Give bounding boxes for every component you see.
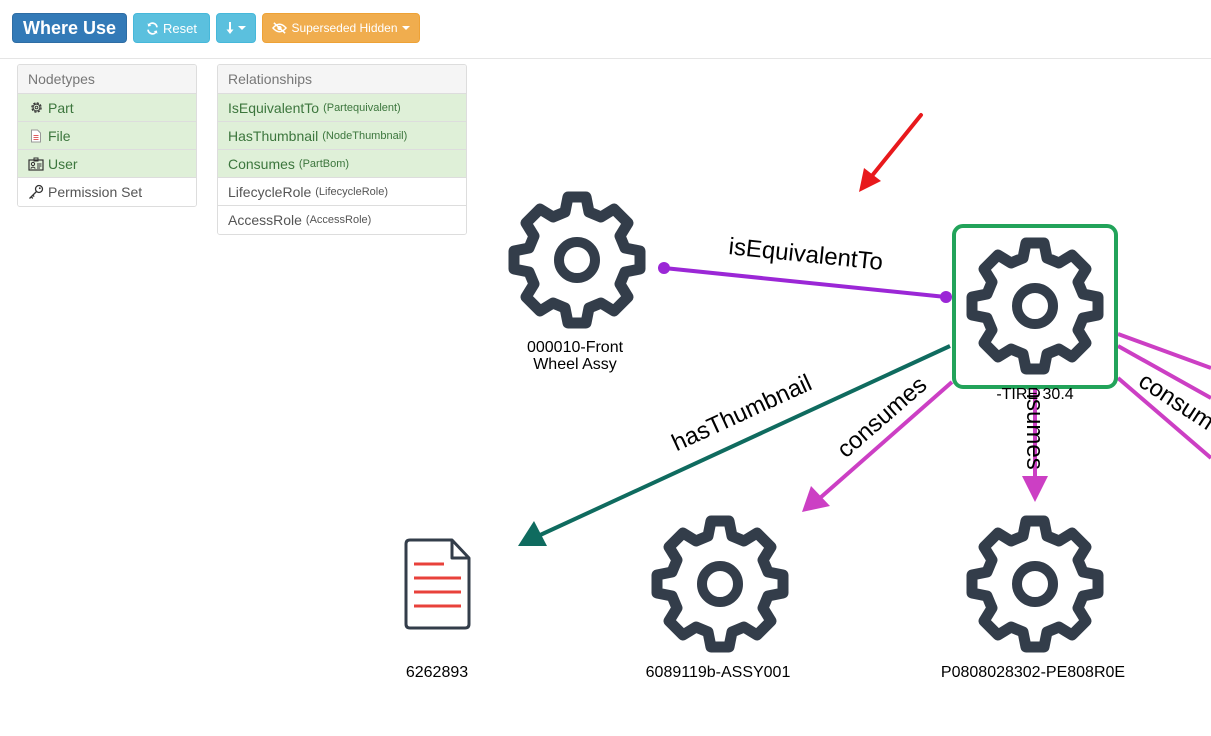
edge-is-equivalent-to[interactable]: isEquivalentTo <box>658 233 952 303</box>
where-use-label: Where Use <box>22 17 117 38</box>
relationship-has-thumbnail[interactable]: HasThumbnail (NodeThumbnail) <box>218 122 466 150</box>
relationship-label: HasThumbnail <box>228 127 319 144</box>
superseded-label: Superseded Hidden <box>291 21 398 35</box>
gear-icon <box>28 100 44 116</box>
node-front-wheel-assy[interactable] <box>514 197 640 323</box>
relationships-heading: Relationships <box>218 65 466 94</box>
nodetype-label: User <box>48 155 78 172</box>
key-icon <box>28 184 44 200</box>
gear-icon <box>514 197 640 323</box>
node-document-6262893[interactable] <box>404 538 471 630</box>
edge-has-thumbnail[interactable]: hasThumbnail <box>518 344 951 546</box>
gear-icon <box>972 521 1098 647</box>
nodetype-label: File <box>48 127 71 144</box>
node-pe808r0e[interactable] <box>972 521 1098 647</box>
node-label-pe: P0808028302-PE808R0E <box>940 664 1126 681</box>
relationship-access-role[interactable]: AccessRole (AccessRole) <box>218 206 466 234</box>
edge-label-consumes-1: consumes <box>832 371 932 463</box>
nodetype-user[interactable]: User <box>18 150 196 178</box>
where-use-button[interactable]: Where Use <box>12 13 127 43</box>
node-label-assy: 6089119b-ASSY001 <box>645 664 791 681</box>
eye-slash-icon <box>272 22 288 34</box>
reset-label: Reset <box>163 20 197 36</box>
arrow-down-icon <box>226 21 234 34</box>
edge-consumes-offscreen[interactable]: consum <box>1116 332 1211 460</box>
relationship-sub: (NodeThumbnail) <box>322 129 408 142</box>
nodetype-label: Permission Set <box>48 184 143 200</box>
superseded-hidden-dropdown[interactable]: Superseded Hidden <box>262 13 420 43</box>
caret-down-icon <box>238 26 246 30</box>
nodetype-label: Part <box>48 99 74 116</box>
node-label-front-wheel: 000010-Front Wheel Assy <box>526 339 624 373</box>
relationship-is-equivalent-to[interactable]: IsEquivalentTo (Partequivalent) <box>218 94 466 122</box>
caret-down-icon <box>401 26 410 30</box>
graph-canvas[interactable]: isEquivalentTo hasThumbnail consumes con… <box>0 58 1211 736</box>
nodetypes-heading: Nodetypes <box>18 65 196 94</box>
relationship-sub: (AccessRole) <box>305 214 372 226</box>
nodetype-file[interactable]: File <box>18 122 196 150</box>
relationship-sub: (Partequivalent) <box>323 101 401 114</box>
reset-button[interactable]: Reset <box>133 13 210 43</box>
refresh-icon <box>147 21 158 35</box>
node-label-doc: 6262893 <box>405 664 469 681</box>
edge-label-is-equivalent-to: isEquivalentTo <box>727 233 884 276</box>
node-label-tire: -TIRE 30.4 <box>996 386 1074 403</box>
gear-icon <box>657 521 783 647</box>
edge-consumes-assy[interactable]: consumes <box>802 371 954 512</box>
toolbar: Where Use Reset Superseded Hidden <box>0 0 1211 59</box>
relationship-label: IsEquivalentTo <box>228 99 320 116</box>
file-icon <box>28 128 44 144</box>
node-tire-selected[interactable] <box>952 224 1118 389</box>
relationship-sub: (PartBom) <box>298 157 350 170</box>
nodetype-permission-set[interactable]: Permission Set <box>18 178 196 206</box>
node-assy001[interactable] <box>657 521 783 647</box>
relationship-label: LifecycleRole <box>228 183 312 200</box>
relationship-sub: (LifecycleRole) <box>315 185 389 198</box>
annotation-arrow <box>859 113 923 192</box>
document-icon <box>404 538 471 630</box>
relationship-label: AccessRole <box>228 212 302 228</box>
download-dropdown-button[interactable] <box>216 13 256 43</box>
id-card-icon <box>28 156 44 172</box>
relationships-panel: Relationships IsEquivalentTo (Partequiva… <box>217 64 467 235</box>
relationship-lifecycle-role[interactable]: LifecycleRole (LifecycleRole) <box>218 178 466 206</box>
nodetype-part[interactable]: Part <box>18 94 196 122</box>
relationship-label: Consumes <box>228 155 295 172</box>
relationship-consumes[interactable]: Consumes (PartBom) <box>218 150 466 178</box>
nodetypes-panel: Nodetypes Part File User Permission Set <box>17 64 197 207</box>
